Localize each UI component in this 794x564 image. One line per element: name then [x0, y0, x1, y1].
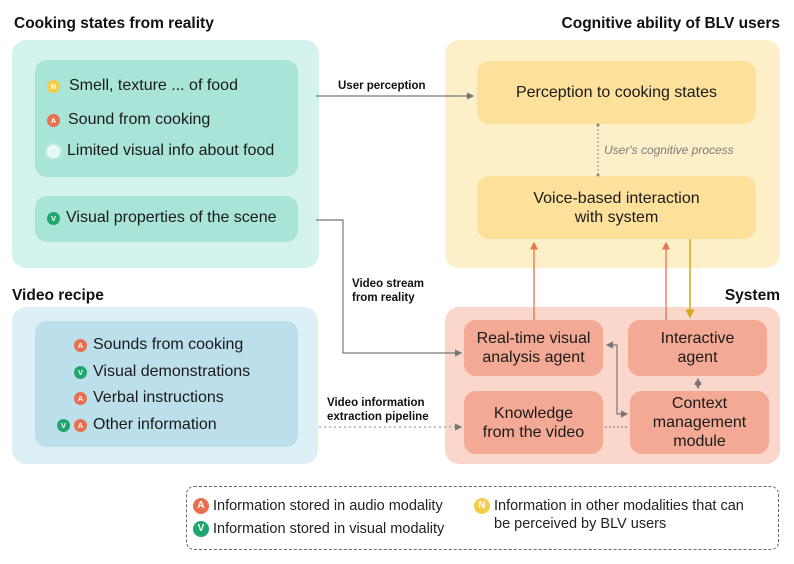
limited-visual-badge-icon: V [47, 144, 60, 158]
knowledge-line1: Knowledge [493, 404, 574, 422]
cognitive-process-label: User's cognitive process [604, 143, 734, 157]
audio-badge-icon: A [74, 418, 87, 432]
reality-item-limited-visual: V Limited visual info about food [47, 142, 274, 160]
video-item-label: Other information [93, 416, 217, 433]
voice-box-line1: Voice-based interaction [533, 189, 700, 207]
knowledge-line2: from the video [482, 423, 585, 441]
visual-badge-icon: V [47, 211, 60, 225]
realtime-agent-line1: Real-time visual [476, 330, 591, 347]
reality-item-label: Smell, texture ... of food [69, 77, 238, 94]
perception-box-label: Perception to cooking states [515, 84, 717, 101]
context-line2: management [652, 414, 747, 431]
audio-badge-icon: A [193, 498, 209, 514]
reality-item-label: Limited visual info about food [67, 142, 275, 159]
video-item-sounds: A Sounds from cooking [74, 336, 243, 354]
voice-interaction-box: Voice-based interaction with system [477, 176, 756, 239]
video-item-label: Visual demonstrations [93, 363, 251, 380]
other-modality-badge-icon: N [474, 498, 490, 514]
audio-badge-icon: A [47, 113, 60, 127]
context-line1: Context [671, 395, 728, 412]
video-stream-label: Video stream from reality [352, 277, 424, 305]
video-item-visual-demos: V Visual demonstrations [74, 363, 250, 381]
video-info-line2: extraction pipeline [327, 411, 429, 423]
legend-audio-label: Information stored in audio modality [213, 498, 443, 514]
visual-badge-icon: V [193, 521, 209, 537]
reality-item-sound: A Sound from cooking [47, 111, 210, 129]
video-stream-line2: from reality [352, 292, 415, 304]
perceived-info-box [35, 60, 298, 177]
cognitive-title: Cognitive ability of BLV users [561, 15, 780, 32]
reality-item-label: Sound from cooking [68, 111, 211, 128]
video-stream-line1: Video stream [352, 278, 425, 290]
video-item-verbal: A Verbal instructions [74, 389, 224, 407]
other-modality-badge-icon: N [47, 79, 60, 93]
video-info-label: Video information extraction pipeline [327, 396, 429, 424]
system-title: System [724, 287, 780, 304]
reality-title: Cooking states from reality [14, 15, 214, 32]
legend-audio: A Information stored in audio modality [193, 497, 443, 515]
legend-visual-label: Information stored in visual modality [213, 521, 445, 537]
knowledge-box: Knowledge from the video [464, 391, 603, 454]
legend-visual: V Information stored in visual modality [193, 520, 444, 538]
audio-badge-icon: A [74, 391, 87, 405]
video-recipe-title: Video recipe [12, 287, 104, 304]
context-module-box: Context management module [630, 391, 769, 454]
video-item-label: Verbal instructions [93, 389, 224, 406]
context-line3: module [673, 433, 726, 450]
visual-badge-icon: V [74, 365, 87, 379]
interactive-agent-box: Interactive agent [628, 320, 767, 376]
perception-box: Perception to cooking states [477, 61, 756, 124]
legend [186, 486, 779, 550]
legend-other-line1: Information in other modalities that can [494, 498, 744, 514]
legend-other-line2: be perceived by BLV users [494, 516, 667, 532]
reality-item-smell: N Smell, texture ... of food [47, 77, 238, 95]
voice-box-line2: with system [574, 208, 659, 226]
visual-properties-box [35, 196, 298, 242]
video-info-line1: Video information [327, 397, 425, 409]
legend-other-label: Information in other modalities that can… [494, 497, 744, 533]
reality-item-visual-properties: V Visual properties of the scene [47, 209, 277, 227]
video-item-other: V A Other information [57, 416, 217, 434]
legend-other: N Information in other modalities that c… [474, 497, 744, 533]
realtime-agent-line2: analysis agent [482, 349, 585, 366]
reality-item-label: Visual properties of the scene [66, 209, 277, 226]
audio-badge-icon: A [74, 338, 87, 352]
video-item-label: Sounds from cooking [93, 336, 244, 353]
user-perception-label: User perception [338, 80, 426, 92]
interactive-agent-line2: agent [677, 349, 718, 366]
visual-badge-icon: V [57, 418, 70, 432]
realtime-agent-box: Real-time visual analysis agent [464, 320, 603, 376]
interactive-agent-line1: Interactive [660, 330, 735, 347]
